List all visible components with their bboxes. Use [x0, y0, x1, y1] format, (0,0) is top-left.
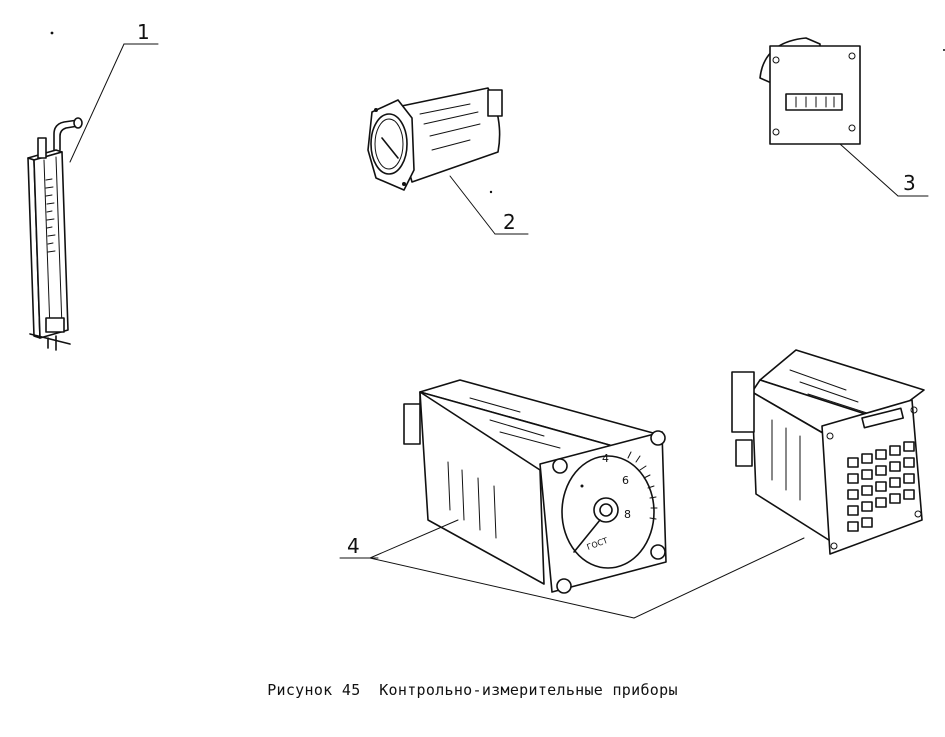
instrument-4a-dial-regulator: 4 6 8 ГОСТ [403, 379, 667, 594]
callout-3: 3 [903, 171, 916, 195]
figure-caption: Рисунок 45 Контрольно-измерительные приб… [0, 681, 945, 699]
instrument-4b-keypad-device [731, 349, 925, 555]
caption-title: Контрольно-измерительные приборы [379, 681, 678, 699]
callout-2: 2 [503, 210, 516, 234]
dial-number-4: 4 [602, 452, 609, 465]
caption-prefix: Рисунок [267, 681, 333, 699]
dial-number-6: 6 [622, 474, 629, 487]
callout-4: 4 [347, 534, 360, 558]
dial-number-8: 8 [624, 508, 631, 521]
callout-1: 1 [137, 20, 150, 44]
caption-number: 45 [341, 681, 361, 699]
instrument-2-gauge [367, 87, 503, 191]
instrument-3-counter [759, 37, 861, 145]
instrument-1-manometer [27, 117, 83, 351]
